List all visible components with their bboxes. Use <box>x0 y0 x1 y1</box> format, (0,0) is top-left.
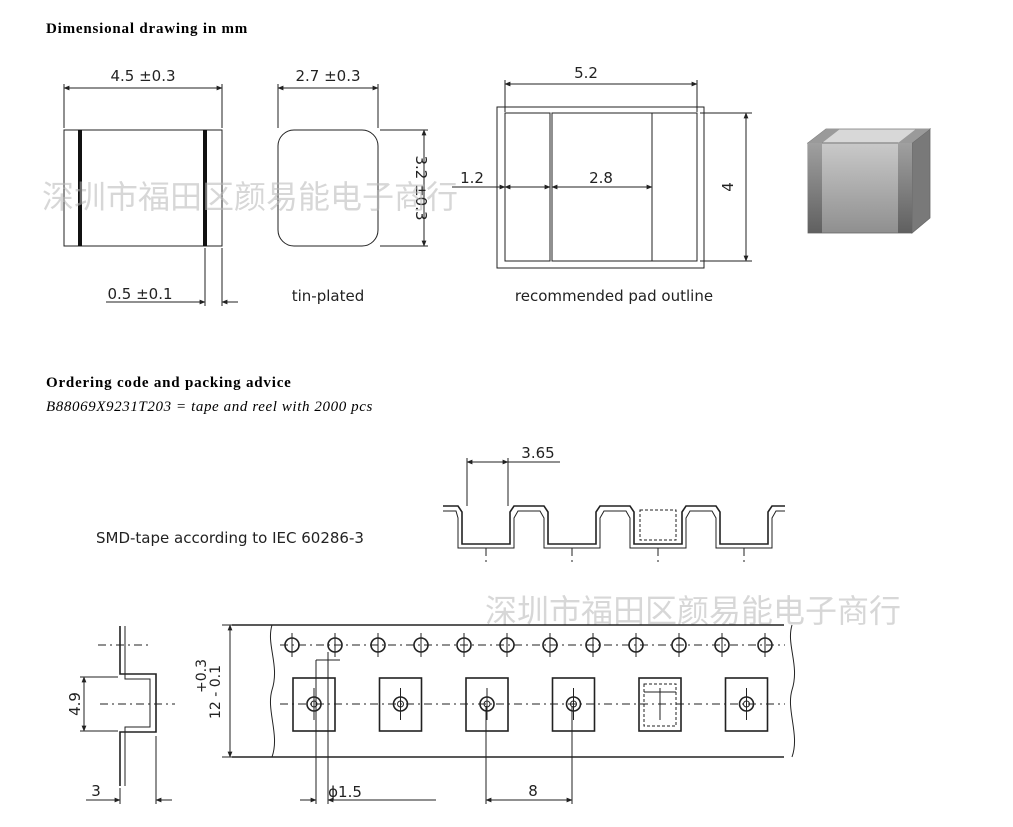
front-view: 4.5 ±0.3 0.5 ±0.1 <box>63 67 238 306</box>
tape-cross-section: 3.65 SMD-tape according to IEC 60286-3 <box>96 444 785 562</box>
tape-pockets <box>292 677 769 732</box>
tape-pocket <box>292 677 336 732</box>
sprocket-holes <box>284 633 773 657</box>
pocket-width-dimension: 3.65 <box>521 444 554 462</box>
watermark-bottom: 深圳市福田区颜易能电子商行 <box>485 592 901 630</box>
tape-pocket <box>465 677 509 732</box>
tape-side-section: 4.9 3 <box>66 626 175 804</box>
pad-height-dimension: 4 <box>719 182 737 192</box>
tape-pocket <box>638 677 682 732</box>
tape-depth-dimension: 3 <box>91 782 101 800</box>
front-width-dimension: 4.5 ±0.3 <box>110 67 175 85</box>
tape-pocket <box>378 677 423 732</box>
tape-width-dimension: 12 - 0.1 <box>208 665 224 719</box>
tape-pocket <box>551 677 596 732</box>
front-view-body <box>63 129 223 247</box>
side-width-dimension: 2.7 ±0.3 <box>295 67 360 85</box>
component-3d-image <box>806 128 932 234</box>
section-heading-ordering: Ordering code and packing advice <box>46 375 292 391</box>
tape-width-tolerance: +0.3 <box>194 659 210 693</box>
hole-diameter-dimension: ϕ1.5 <box>328 783 362 801</box>
side-view-caption: tin-plated <box>292 287 364 305</box>
pad-gap-dimension: 2.8 <box>589 169 613 187</box>
tape-caption: SMD-tape according to IEC 60286-3 <box>96 529 364 547</box>
pad-outline: 5.2 1.2 2.8 4 recommended pad outline <box>452 64 752 305</box>
tape-top-view: 12 - 0.1 +0.3 ϕ1.5 8 <box>194 624 796 804</box>
pad-width-dimension: 1.2 <box>460 169 484 187</box>
tape-pocket <box>724 677 769 732</box>
pocket-pitch-dimension: 8 <box>528 782 538 800</box>
pocket-height-dimension: 4.9 <box>66 692 84 716</box>
watermark-top: 深圳市福田区颜易能电子商行 <box>42 178 458 216</box>
side-view: 2.7 ±0.3 3.2 ±0.3 tin-plated <box>277 67 430 305</box>
pad-total-dimension: 5.2 <box>574 64 598 82</box>
ordering-code-line: B88069X9231T203 = tape and reel with 200… <box>46 399 373 415</box>
side-height-dimension: 3.2 ±0.3 <box>412 155 430 220</box>
band-width-dimension: 0.5 ±0.1 <box>107 285 172 303</box>
pad-outline-caption: recommended pad outline <box>515 287 713 305</box>
side-view-body <box>277 129 379 247</box>
section-heading-dimensional: Dimensional drawing in mm <box>46 21 249 37</box>
